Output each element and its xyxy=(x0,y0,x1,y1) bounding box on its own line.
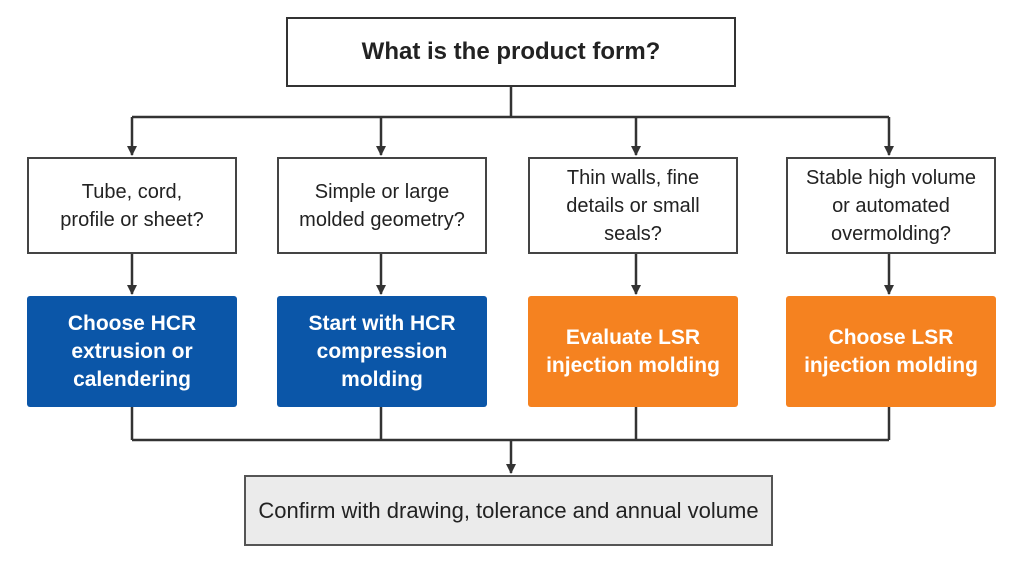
answer-2-line-2: compression molding xyxy=(316,339,448,391)
top-question-box: What is the product form? xyxy=(286,17,736,87)
answer-box-lsr-evaluate: Evaluate LSR injection molding xyxy=(528,296,738,407)
question-box-2: Simple or large molded geometry? xyxy=(277,157,487,254)
answer-1-line-2: extrusion or xyxy=(71,339,193,363)
answer-1-line-3: calendering xyxy=(73,367,191,391)
answer-4-line-2: injection molding xyxy=(804,353,978,377)
answer-4-line-1: Choose LSR xyxy=(828,325,954,349)
question-3-line-1: Thin walls, fine xyxy=(566,166,700,189)
question-4-line-2: or automated xyxy=(832,194,950,217)
question-box-1: Tube, cord, profile or sheet? xyxy=(27,157,237,254)
answer-box-hcr-extrusion: Choose HCR extrusion or calendering xyxy=(27,296,237,407)
answer-2-line-1: Start with HCR xyxy=(308,311,456,335)
confirm-box: Confirm with drawing, tolerance and annu… xyxy=(244,475,773,546)
question-3-line-2: details or small seals? xyxy=(566,194,700,245)
question-4-line-3: overmolding? xyxy=(830,222,952,245)
answer-3-line-1: Evaluate LSR xyxy=(565,325,701,349)
top-question-text: What is the product form? xyxy=(361,38,661,65)
answer-box-hcr-compression: Start with HCR compression molding xyxy=(277,296,487,407)
question-4-line-1: Stable high volume xyxy=(805,166,977,189)
answer-3-line-2: injection molding xyxy=(546,353,720,377)
question-2-line-2: molded geometry? xyxy=(299,208,465,231)
question-box-4: Stable high volume or automated overmold… xyxy=(786,157,996,254)
confirm-text: Confirm with drawing, tolerance and annu… xyxy=(258,497,759,523)
question-1-line-2: profile or sheet? xyxy=(60,208,204,231)
question-box-3: Thin walls, fine details or small seals? xyxy=(528,157,738,254)
question-2-line-1: Simple or large xyxy=(314,180,450,203)
question-1-line-1: Tube, cord, xyxy=(81,180,183,203)
answer-box-lsr-choose: Choose LSR injection molding xyxy=(786,296,996,407)
answer-1-line-1: Choose HCR xyxy=(67,311,197,335)
